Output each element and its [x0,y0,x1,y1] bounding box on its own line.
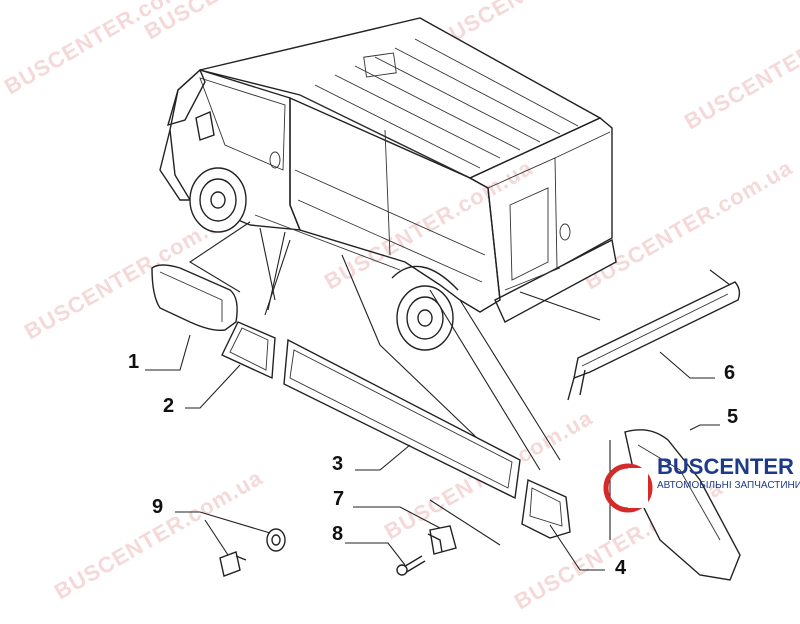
part-4-rear-wheel-arch-moulding [521,478,571,539]
callout-numbers: 1 2 3 4 5 6 7 8 9 [128,351,738,579]
logo-brand: BUSCENTER [657,454,794,479]
callout-8: 8 [332,523,343,545]
watermark-text: BUSCENTER.com.ua [680,0,800,134]
callout-lines [145,334,720,571]
logo-tagline: АВТОМОБІЛЬНІ ЗАПЧАСТИНИ [657,480,800,491]
part-1-front-wheel-arch-moulding [151,264,238,332]
part-3-side-moulding-long [283,338,521,500]
buscenter-logo: BUSCENTER АВТОМОБІЛЬНІ ЗАПЧАСТИНИ [603,454,800,513]
callout-6: 6 [724,362,735,384]
part-8-screw [396,555,426,576]
callout-1: 1 [128,351,139,373]
watermark-text: BUSCENTER.com.ua [50,465,267,605]
part-7-clip-bracket [427,525,457,555]
part-2-side-moulding-small [221,321,276,380]
part-5-rear-corner-moulding [624,429,741,581]
leader-lines [188,221,731,546]
callout-7: 7 [333,488,344,510]
callout-3: 3 [332,453,343,475]
callout-4: 4 [615,557,627,579]
van-illustration [159,17,617,351]
logo-ring [603,463,653,513]
callout-9: 9 [152,496,163,518]
rear-wheel [391,265,459,351]
callout-2: 2 [163,395,174,417]
front-wheel [189,167,247,233]
watermark-text: BUSCENTER.com.ua [140,0,357,44]
part-6-rear-bumper-trim [567,281,741,401]
callout-5: 5 [727,406,738,428]
part-9-fastener-clips [219,528,286,577]
